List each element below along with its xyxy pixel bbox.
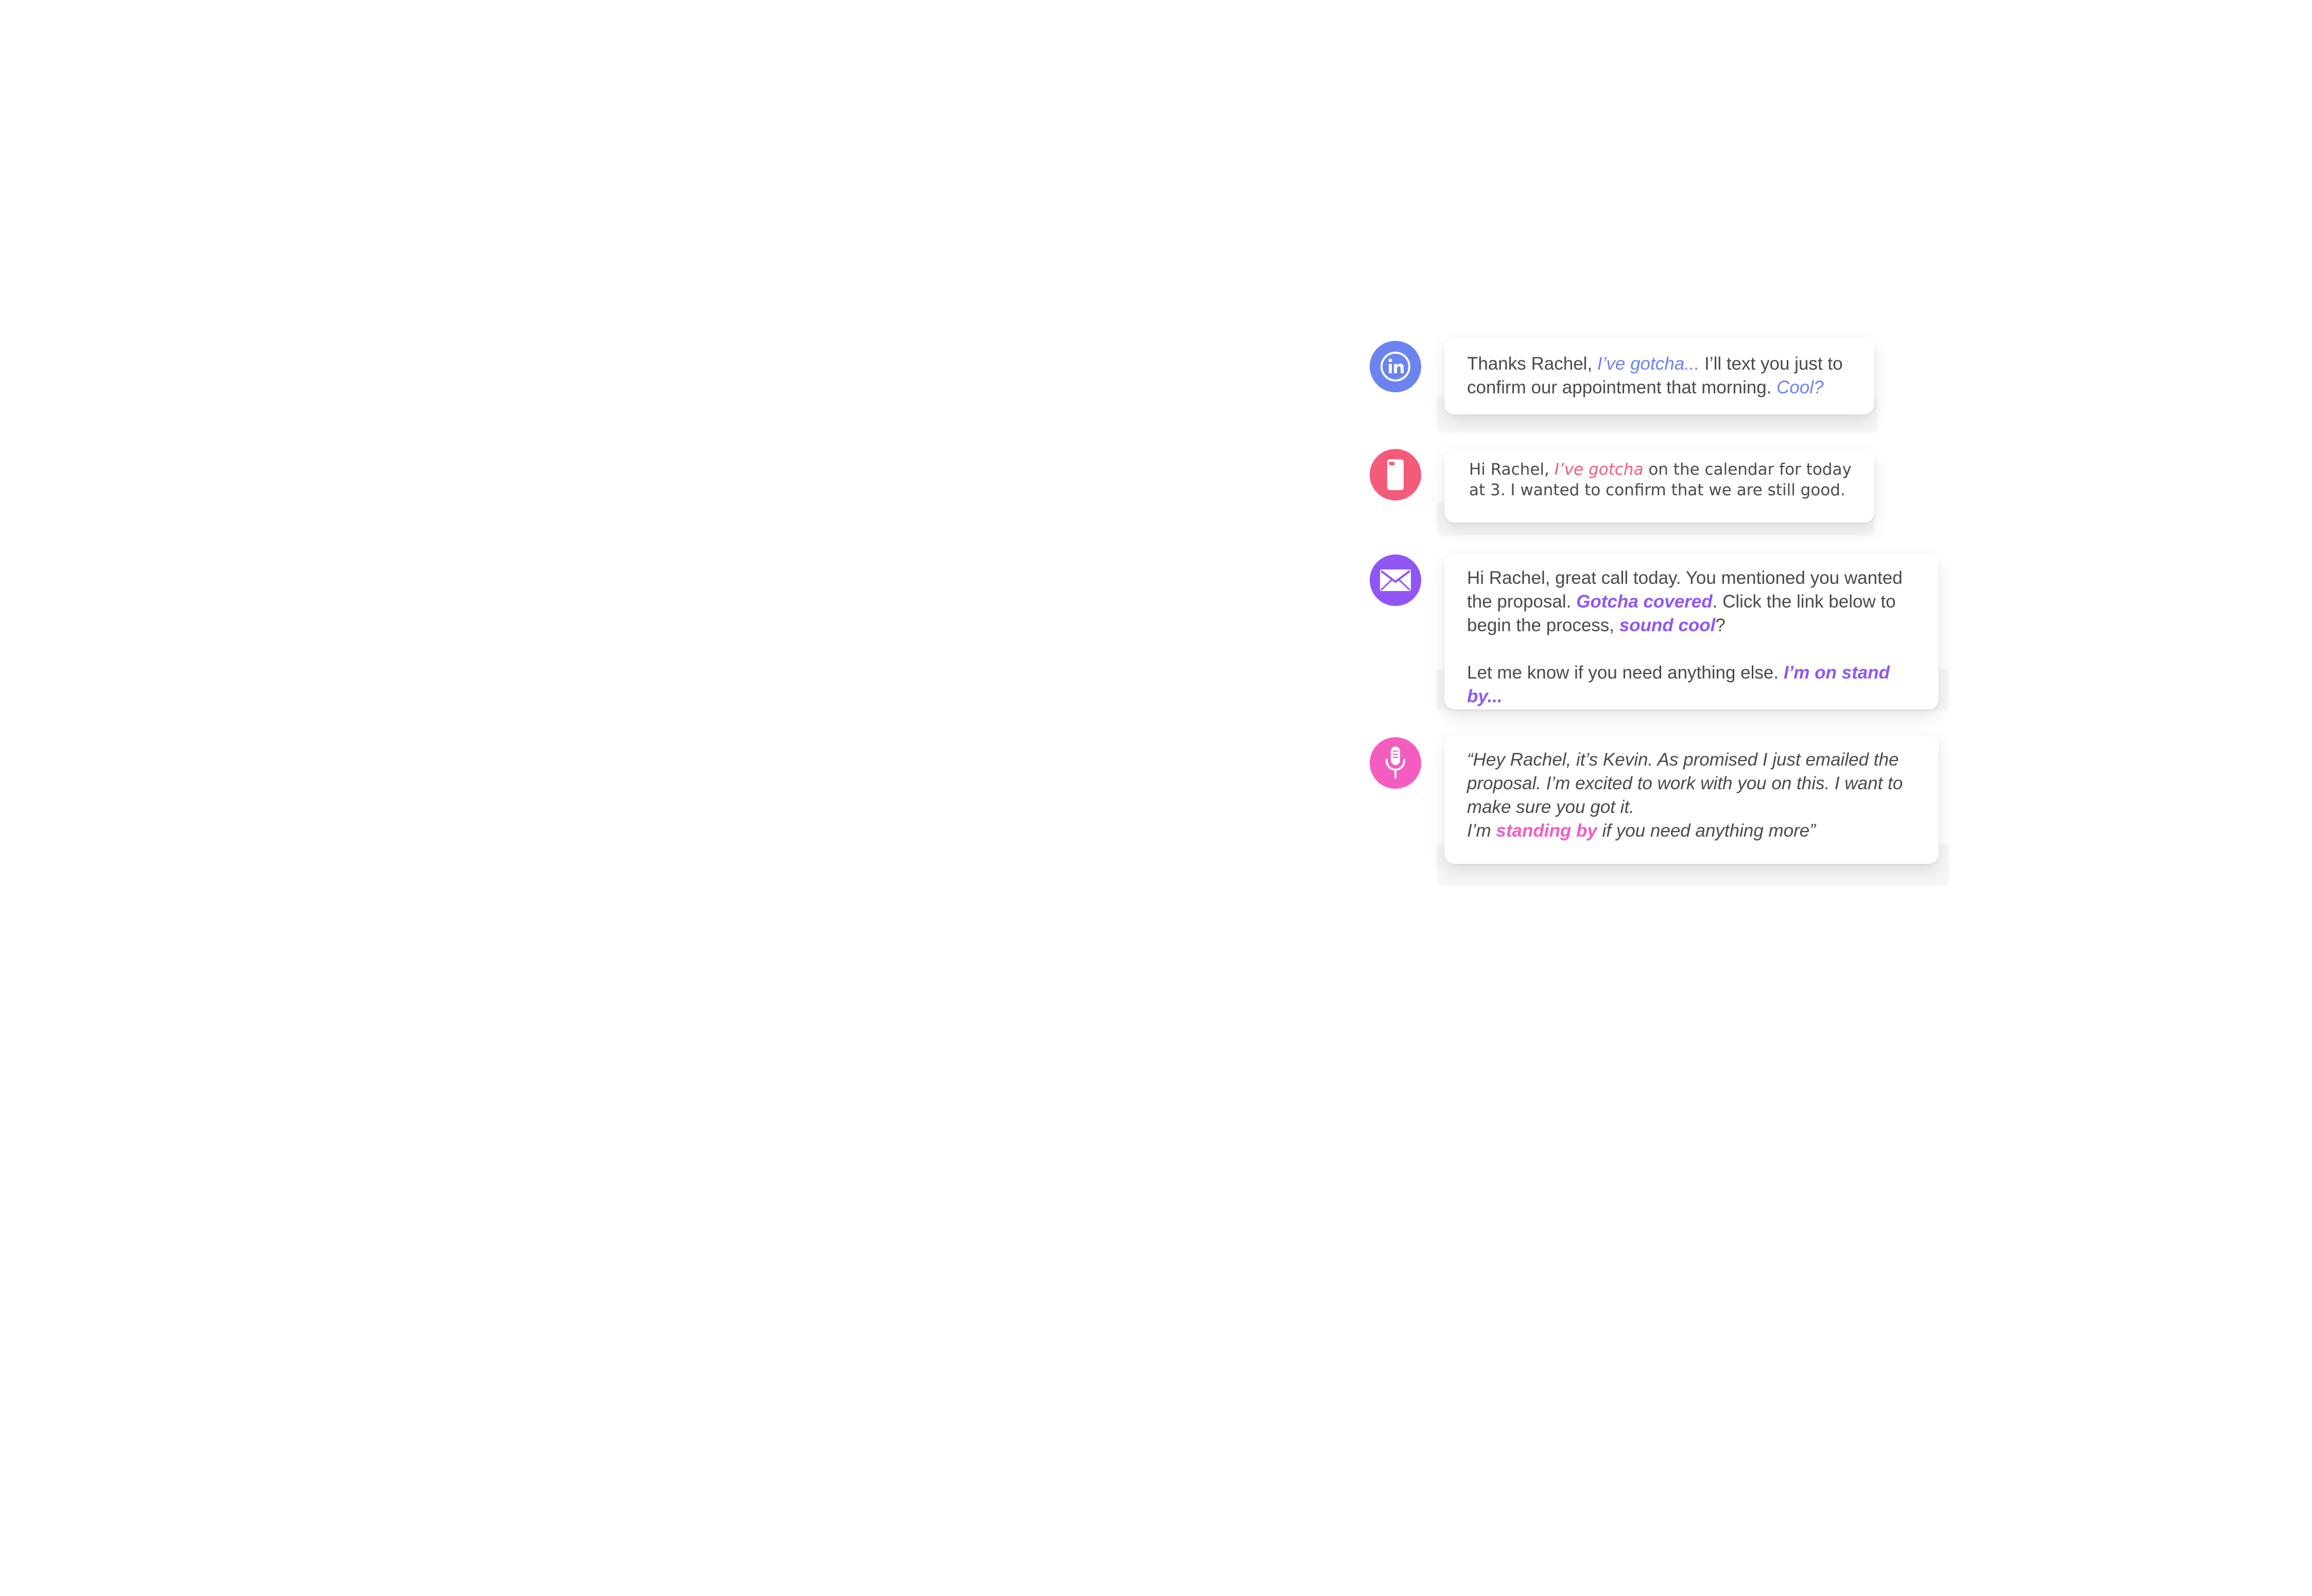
message-text-signoff: Let me know if you need anything else. I…: [1467, 663, 1890, 706]
message-bubble-sms: Hi Rachel, I’ve gotcha on the calendar f…: [1444, 449, 1874, 523]
message-text: “Hey Rachel, it’s Kevin. As promised I j…: [1467, 750, 1903, 817]
message-text-signoff: I’m standing by if you need anything mor…: [1467, 821, 1816, 841]
phone-icon: [1370, 449, 1421, 500]
mail-icon: [1370, 554, 1421, 606]
microphone-icon: [1370, 737, 1421, 789]
linkedin-icon: [1370, 341, 1421, 392]
message-bubble-voicemail: “Hey Rachel, it’s Kevin. As promised I j…: [1444, 735, 1939, 864]
message-bubble-linkedin: Thanks Rachel, I’ve gotcha... I’ll text …: [1444, 337, 1874, 414]
message-bubble-email: Hi Rachel, great call today. You mention…: [1444, 553, 1939, 709]
message-text: Hi Rachel, great call today. You mention…: [1467, 568, 1903, 635]
message-text: Thanks Rachel, I’ve gotcha... I’ll text …: [1467, 354, 1843, 397]
message-text: Hi Rachel, I’ve gotcha on the calendar f…: [1469, 460, 1852, 499]
